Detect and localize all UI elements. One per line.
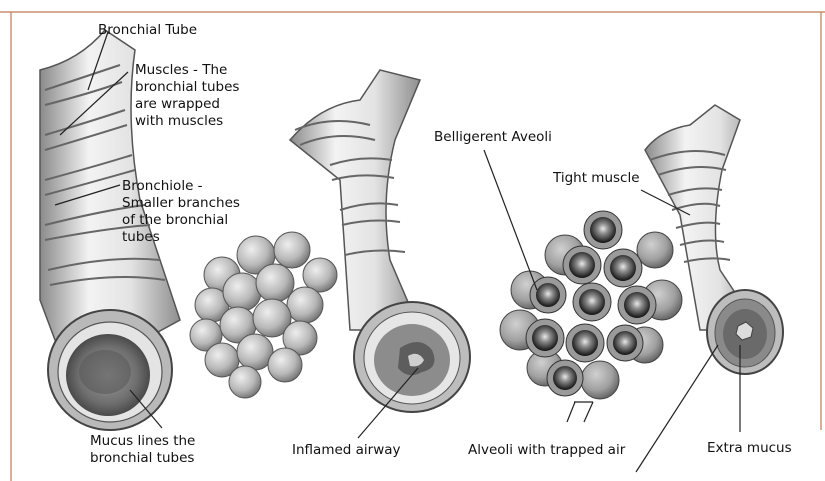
label-bronchiole-line-1: Bronchiole - [122,178,240,195]
label-muscles-line-1: Muscles - The [135,62,239,79]
label-inflamed-airway: Inflamed airway [292,442,401,459]
label-muscles-line-3: are wrapped [135,96,239,113]
label-bronchiole-line-4: tubes [122,229,240,246]
label-tight-muscle: Tight muscle [553,170,640,187]
label-muscles-line-2: bronchial tubes [135,79,239,96]
label-mucus-line-1: Mucus lines the [90,433,195,450]
healthy-alveoli-cluster [190,232,337,398]
label-bronchiole-line-3: of the bronchial [122,212,240,229]
label-bronchial-tube: Bronchial Tube [98,22,197,39]
label-belligerent-aveoli: Belligerent Aveoli [434,129,552,146]
label-mucus-lines: Mucus lines the bronchial tubes [90,433,195,467]
label-bronchiole-line-2: Smaller branches [122,195,240,212]
label-mucus-line-2: bronchial tubes [90,450,195,467]
label-bronchiole: Bronchiole - Smaller branches of the bro… [122,178,240,246]
label-extra-mucus: Extra mucus [707,440,792,457]
label-muscles-line-4: with muscles [135,113,239,130]
label-muscles: Muscles - The bronchial tubes are wrappe… [135,62,239,130]
label-alveoli-trapped-air: Alveoli with trapped air [468,442,625,459]
